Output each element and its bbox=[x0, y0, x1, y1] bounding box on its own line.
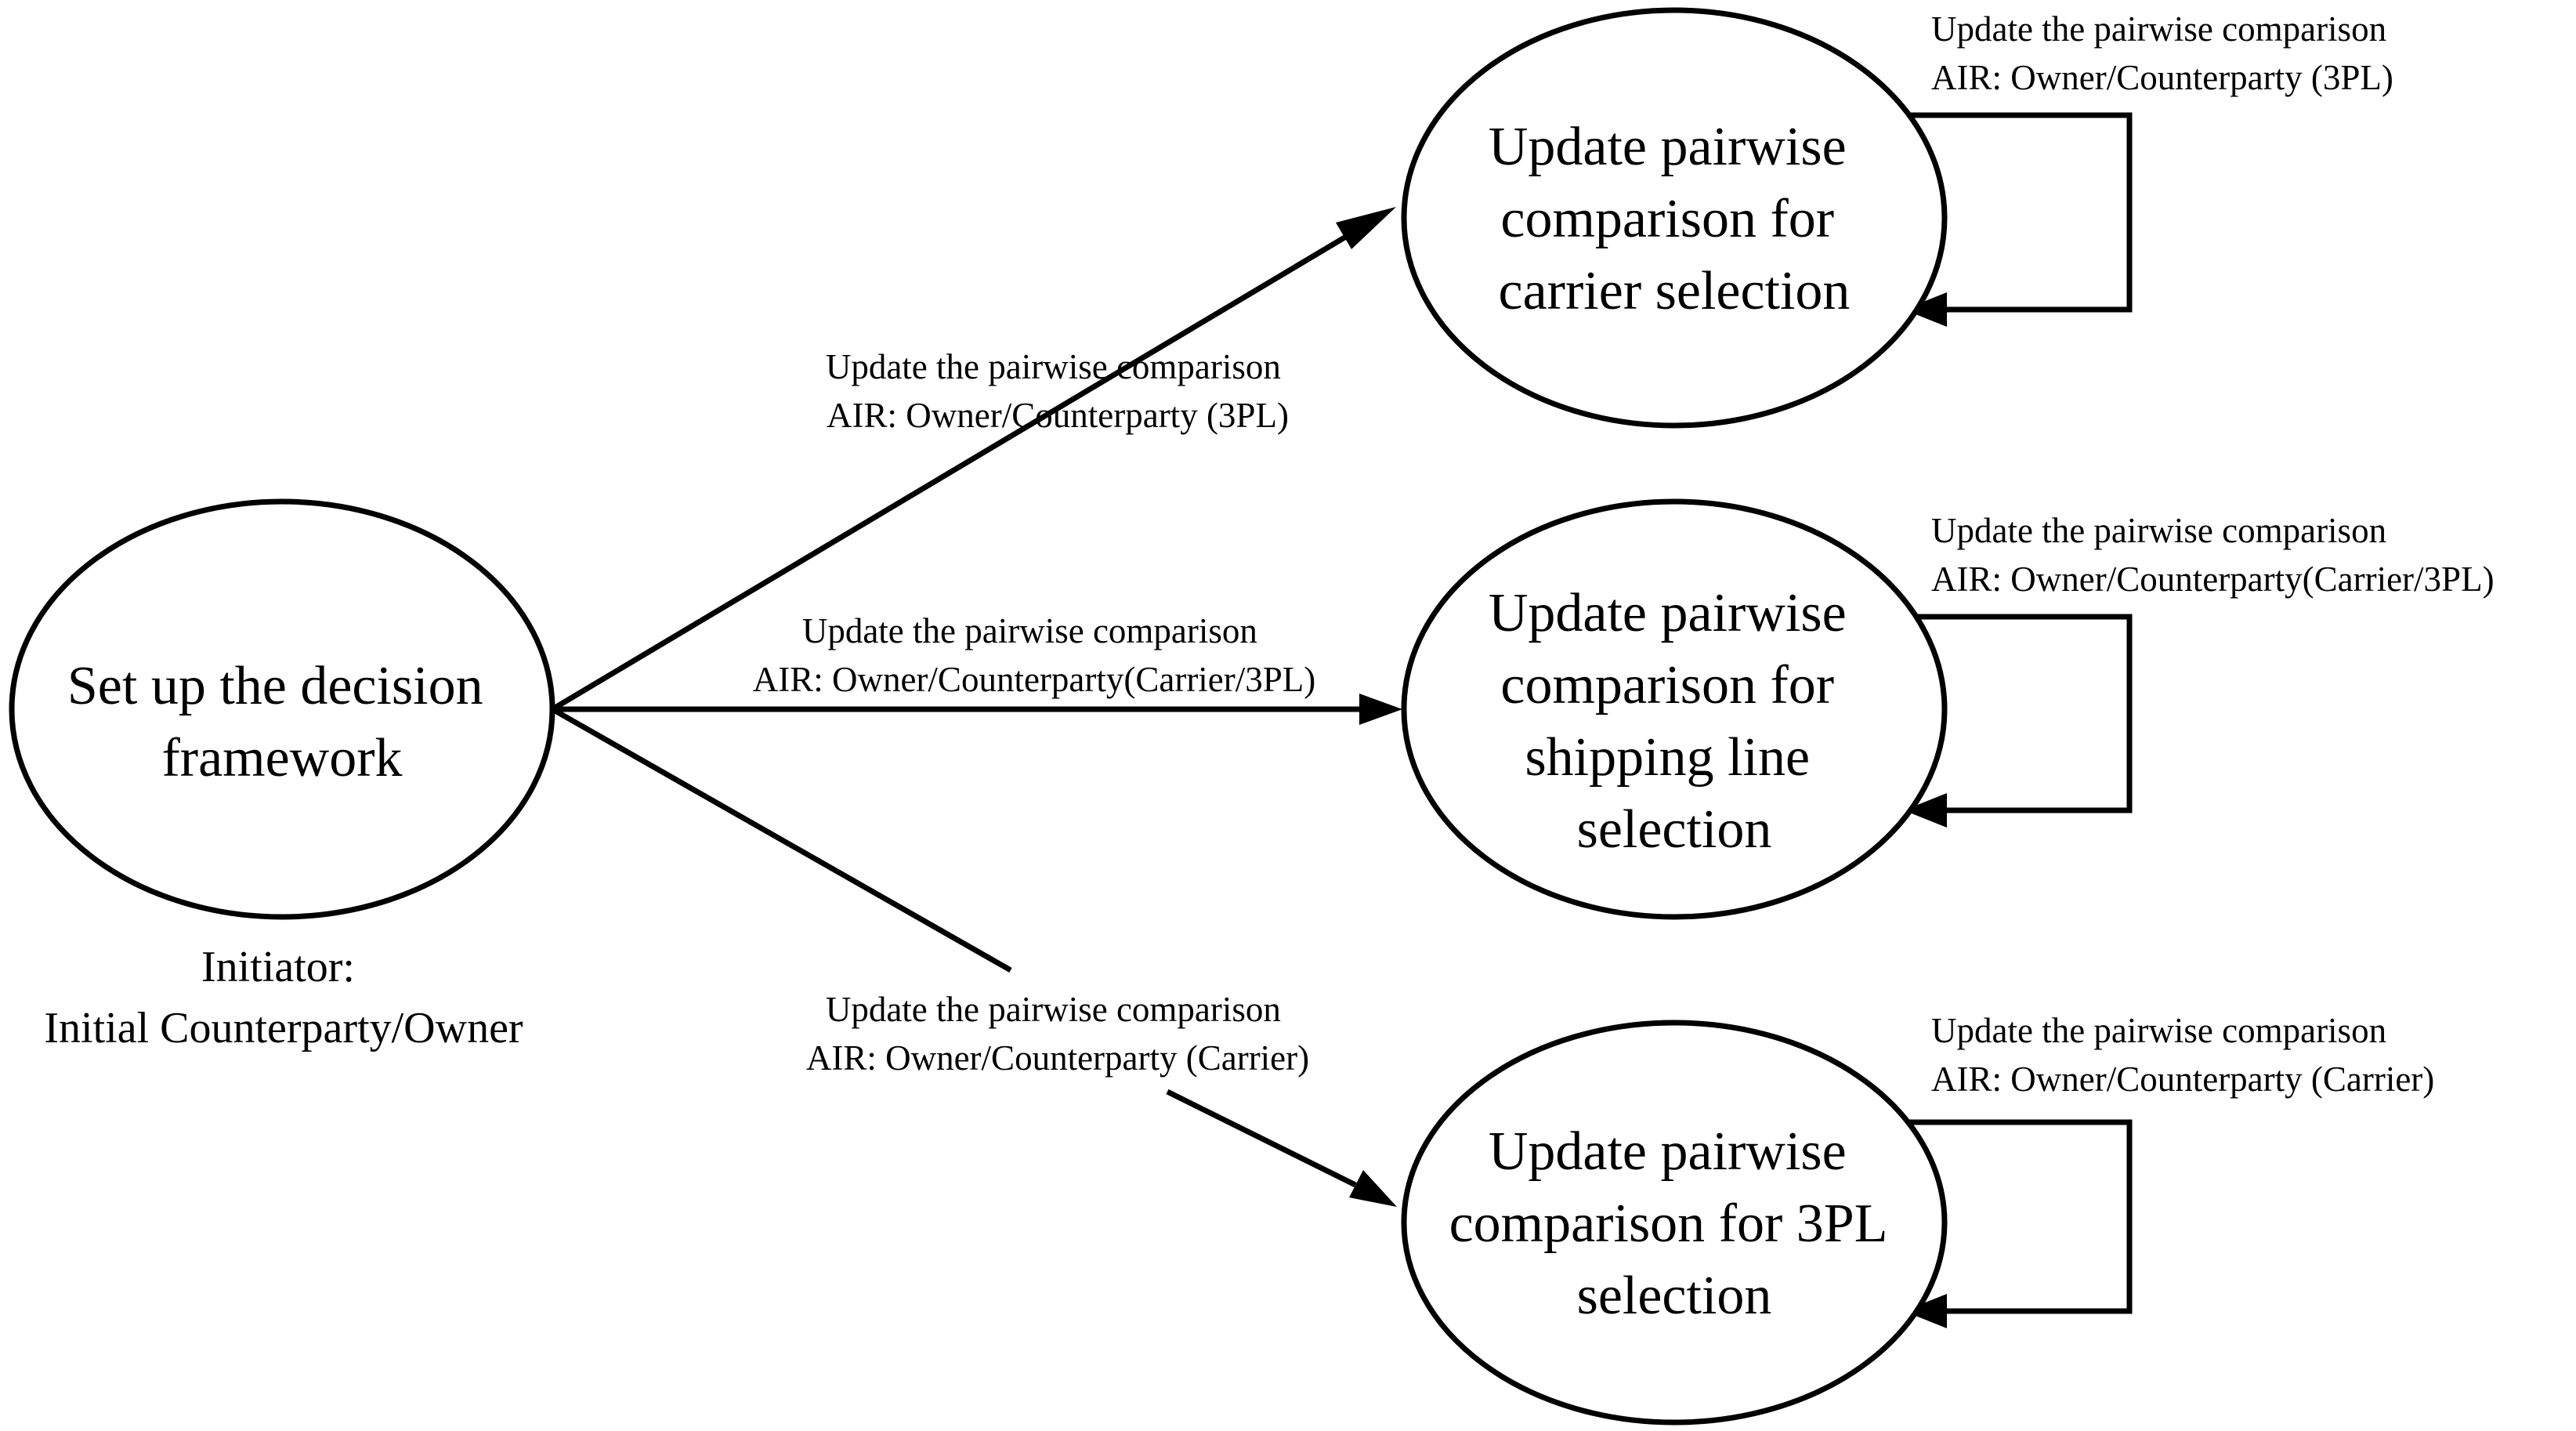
arrowhead-icon bbox=[1904, 292, 1947, 327]
node-shipping: Update pairwise comparison for shipping … bbox=[1401, 498, 1948, 920]
node-setup: Set up the decision framework bbox=[9, 498, 555, 920]
edge-label-to-threepl: Update the pairwise comparison AIR: Owne… bbox=[806, 990, 1309, 1078]
loop-carrier bbox=[1896, 112, 2133, 327]
node-threepl: Update pairwise comparison for 3PL selec… bbox=[1401, 1020, 1948, 1426]
arrowhead-icon bbox=[1349, 1170, 1397, 1207]
node-carrier-label: Update pairwise comparison for carrier s… bbox=[1489, 117, 1860, 321]
edge-to-carrier bbox=[551, 207, 1396, 712]
initiator-caption: Initiator: Initial Counterparty/Owner bbox=[44, 943, 523, 1052]
node-setup-label: Set up the decision framework bbox=[67, 656, 497, 788]
edge-to-shipping bbox=[552, 694, 1402, 725]
edge-label-to-carrier: Update the pairwise comparison AIR: Owne… bbox=[826, 347, 1290, 435]
arrowhead-icon bbox=[1359, 694, 1402, 725]
loop-label-threepl: Update the pairwise comparison AIR: Owne… bbox=[1931, 1011, 2434, 1099]
loop-label-carrier: Update the pairwise comparison AIR: Owne… bbox=[1931, 9, 2395, 97]
node-carrier: Update pairwise comparison for carrier s… bbox=[1401, 7, 1948, 429]
edge-label-to-shipping: Update the pairwise comparison AIR: Owne… bbox=[753, 611, 1316, 699]
loop-threepl bbox=[1896, 1119, 2133, 1328]
arrowhead-icon bbox=[1904, 1294, 1947, 1328]
node-threepl-label: Update pairwise comparison for 3PL selec… bbox=[1449, 1121, 1900, 1326]
arrowhead-icon bbox=[1904, 793, 1947, 828]
loop-shipping bbox=[1896, 614, 2133, 828]
node-shipping-label: Update pairwise comparison for shipping … bbox=[1489, 583, 1860, 860]
arrowhead-icon bbox=[1336, 207, 1396, 249]
loop-label-shipping: Update the pairwise comparison AIR: Owne… bbox=[1931, 511, 2495, 599]
edge-to-threepl bbox=[551, 706, 1397, 1207]
